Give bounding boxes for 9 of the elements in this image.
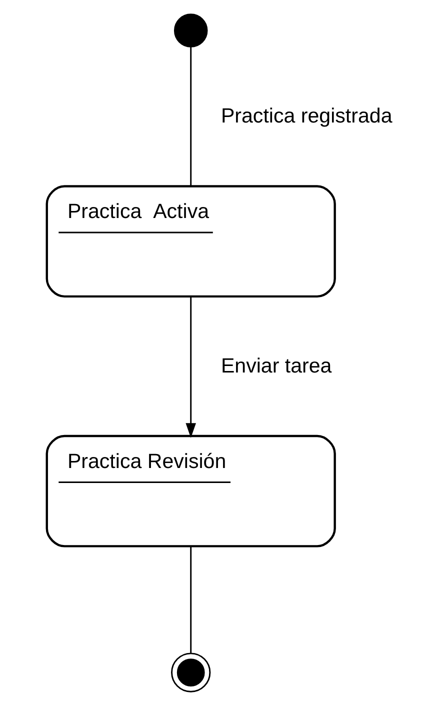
edge-label: Enviar tarea <box>220 354 332 378</box>
edge-label: Practica registrada <box>220 104 392 128</box>
node-circle <box>170 652 210 692</box>
node-box: Practica Activa <box>45 185 336 298</box>
connector <box>190 546 192 654</box>
node-circle <box>173 14 208 48</box>
connector <box>190 46 192 186</box>
node-box: Practica Revisión <box>45 434 336 548</box>
arrow <box>185 296 196 438</box>
